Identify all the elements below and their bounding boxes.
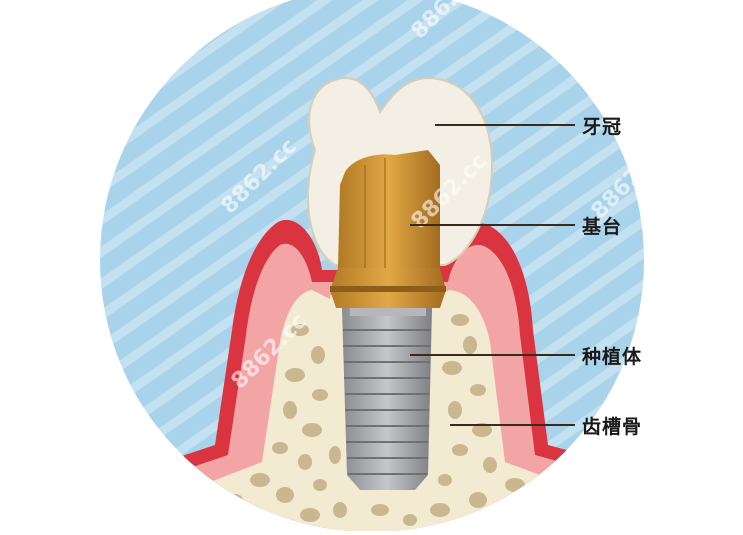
- label-alveolar-bone: 齿槽骨: [582, 416, 643, 438]
- label-abutment: 基台: [582, 216, 623, 238]
- label-implant: 种植体: [582, 346, 643, 368]
- bone-texture: [227, 314, 548, 526]
- implant-screw: [342, 300, 432, 490]
- abutment: [330, 268, 446, 308]
- alveolar-bone: [200, 290, 570, 531]
- leader-lines: [410, 124, 575, 426]
- label-crown: 牙冠: [582, 116, 623, 138]
